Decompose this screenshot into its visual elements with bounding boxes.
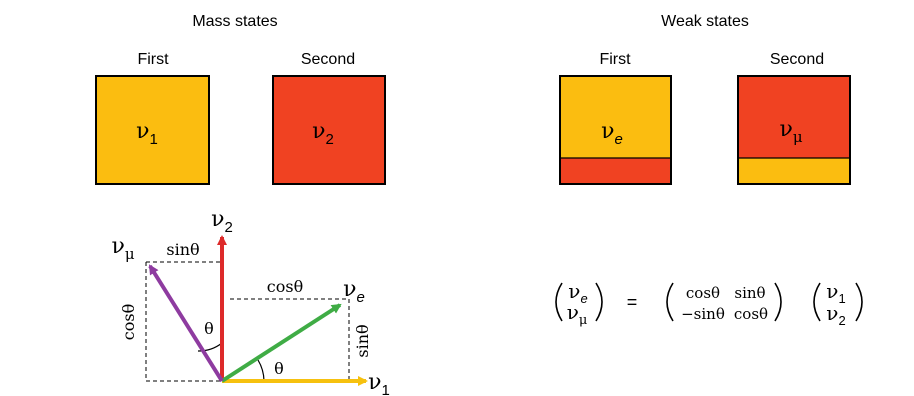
numu-box [737, 75, 851, 185]
mixing-equation: νe νμ = cosθ sinθ −sinθ cosθ ν1 ν2 [555, 279, 863, 328]
nue-box [559, 75, 672, 185]
matrix-negsin-21: −sinθ [681, 305, 725, 323]
rhs-bottom-nu2: ν2 [826, 301, 845, 328]
mass-second-label: Second [301, 51, 355, 68]
mass-states-panel: Mass states First Second ν1 ν2 [95, 13, 386, 185]
mass-first-box [95, 75, 210, 185]
weak-states-title: Weak states [661, 13, 749, 30]
matrix-cos-22: cosθ [734, 305, 768, 323]
nu1-axis-label: ν1 [368, 370, 390, 396]
theta-arc-lower [257, 359, 265, 382]
matrix-sin-12: sinθ [734, 284, 765, 302]
nue-state: νe [601, 119, 623, 148]
lhs-left-paren [555, 282, 563, 322]
nu2-axis-label: ν2 [211, 207, 233, 236]
sin-theta-right-label: sinθ [353, 324, 372, 357]
cos-theta-top-label: cosθ [267, 277, 303, 296]
rhs-top-nu1: ν1 [826, 279, 845, 306]
equals-sign: = [627, 292, 638, 312]
lhs-right-paren [595, 282, 603, 322]
theta-upper-label: θ [204, 319, 214, 338]
mass-second-box [272, 75, 386, 185]
projection-dashes [145, 261, 350, 382]
nu1-state: ν1 [136, 119, 158, 148]
lhs-top-nue: νe [568, 279, 587, 306]
nue-vector-arrow [220, 303, 342, 383]
nu2-state: ν2 [312, 119, 334, 148]
numu-box-red-part [738, 76, 850, 158]
weak-states-panel: Weak states First Second νe νμ [559, 13, 851, 185]
cos-theta-left-label: cosθ [119, 304, 138, 340]
theta-lower-label: θ [274, 359, 284, 378]
numu-state: νμ [779, 117, 802, 146]
matrix-cos-11: cosθ [686, 284, 720, 302]
weak-first-label: First [599, 51, 631, 68]
sin-theta-top-label: sinθ [166, 240, 199, 259]
numu-vector-label: νμ [111, 234, 134, 263]
numu-vector-arrow [148, 264, 224, 383]
rhs-right-paren [855, 282, 863, 322]
lhs-bottom-numu: νμ [567, 300, 588, 328]
rotation-vector-diagram: ν2 ν1 νe νμ sinθ cosθ cosθ sinθ θ θ [111, 207, 389, 396]
nue-box-yellow-part [560, 76, 671, 158]
mass-states-title: Mass states [192, 13, 277, 30]
rhs-left-paren [813, 282, 821, 322]
mass-first-label: First [137, 51, 169, 68]
nue-box-red-part [560, 158, 671, 184]
matrix-left-paren [666, 282, 674, 322]
weak-second-label: Second [770, 51, 824, 68]
numu-box-yellow-part [738, 158, 850, 184]
nue-vector-label: νe [343, 277, 365, 306]
matrix-right-paren [774, 282, 782, 322]
